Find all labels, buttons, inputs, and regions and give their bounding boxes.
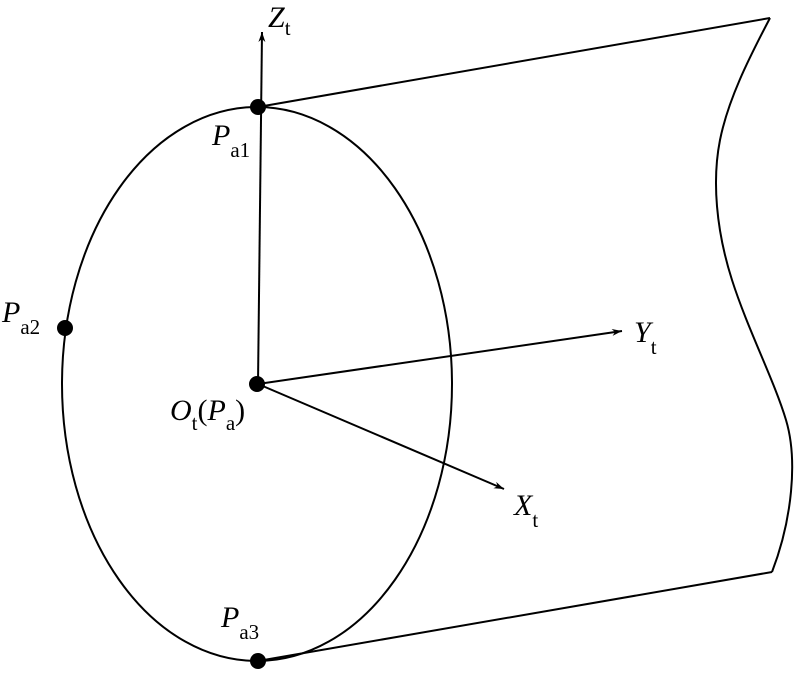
origin-label: Ot(Pa): [170, 394, 245, 435]
x-axis-label: Xt: [513, 489, 538, 532]
cylinder-bottom-edge: [257, 571, 773, 662]
points: [57, 99, 266, 669]
point-pa3: [250, 653, 266, 669]
point-pa1: [250, 99, 266, 115]
pa1-label: Pa1: [211, 119, 250, 162]
z-axis-line: [257, 31, 266, 385]
point-pa2: [57, 320, 73, 336]
cylinder-top-edge: [257, 17, 771, 108]
pa2-label: Pa2: [1, 296, 40, 339]
point-origin: [249, 376, 265, 392]
coordinate-axes: [257, 31, 623, 490]
pa3-label: Pa3: [220, 601, 259, 644]
z-axis-label: Zt: [268, 1, 291, 40]
y-axis-label: Yt: [634, 316, 657, 359]
y-axis-line: [257, 328, 623, 385]
cylinder-wavy-cut: [715, 17, 794, 573]
x-axis-line: [257, 383, 505, 490]
cylinder-body: [257, 17, 794, 662]
